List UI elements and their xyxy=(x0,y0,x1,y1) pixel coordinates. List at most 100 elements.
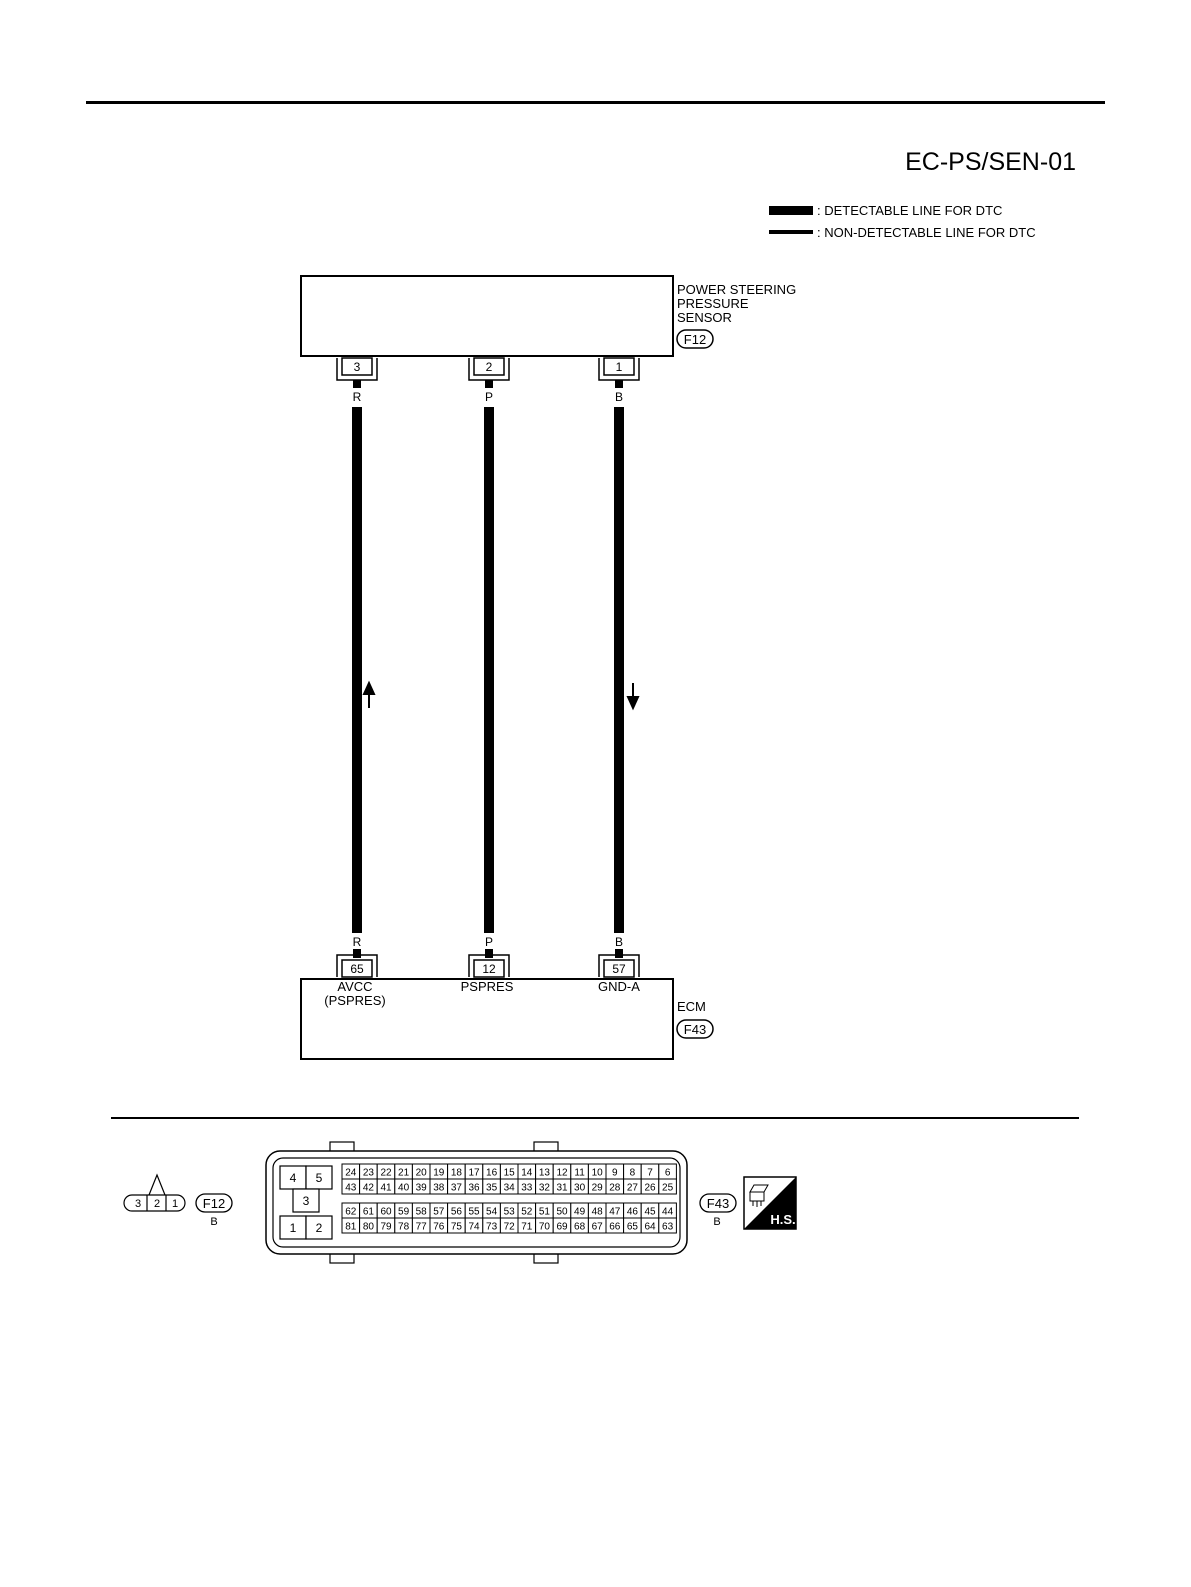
ecm-pin65-box xyxy=(341,959,373,978)
wire-stub-bottom-1 xyxy=(353,949,361,958)
f43-pin-number: 6 xyxy=(665,1168,671,1179)
f43-pin-number: 29 xyxy=(592,1183,604,1194)
wire-color-bottom-2: P xyxy=(485,935,493,949)
wire-color-bottom-1: R xyxy=(353,935,362,949)
f12-pin-3: 3 xyxy=(135,1198,141,1210)
f43-pin-number: 28 xyxy=(609,1183,621,1194)
f43-pin-number: 53 xyxy=(504,1207,516,1218)
f43-shell-inner xyxy=(272,1157,681,1248)
f43-id-badge xyxy=(699,1193,737,1213)
sensor-connector-badge xyxy=(676,329,714,349)
f43-pin-4: 4 xyxy=(290,1171,297,1185)
f43-pin-number: 59 xyxy=(398,1207,410,1218)
f43-pin-number: 57 xyxy=(433,1207,445,1218)
f43-pin-number: 21 xyxy=(398,1168,410,1179)
f43-pin-number: 19 xyxy=(433,1168,445,1179)
wire-stub-top-2 xyxy=(485,380,493,388)
f43-pin-1: 1 xyxy=(290,1221,297,1235)
f43-pin-number: 10 xyxy=(592,1168,604,1179)
f43-pin-number: 73 xyxy=(486,1222,498,1233)
wire-line-2 xyxy=(484,407,494,933)
sensor-pin1-number: 1 xyxy=(616,360,623,374)
f43-pin-number: 80 xyxy=(363,1222,375,1233)
wire-stub-bottom-3 xyxy=(615,949,623,958)
f43-pin-number: 68 xyxy=(574,1222,586,1233)
f12-face xyxy=(123,1194,186,1212)
legend-thin-line xyxy=(769,230,813,234)
f43-pin-number: 31 xyxy=(556,1183,568,1194)
f43-pin-number: 75 xyxy=(451,1222,463,1233)
diagram-code: EC-PS/SEN-01 xyxy=(905,148,1076,176)
wire-stub-top-1 xyxy=(353,380,361,388)
wire-stub-bottom-2 xyxy=(485,949,493,958)
sensor-label-line2: PRESSURE xyxy=(677,296,749,311)
f43-pin-number: 71 xyxy=(521,1222,533,1233)
f43-pin-number: 42 xyxy=(363,1183,375,1194)
connector-plug-icon xyxy=(749,1184,769,1207)
f43-pin-number: 70 xyxy=(539,1222,551,1233)
wire-color-bottom-3: B xyxy=(615,935,623,949)
f43-pin-number: 18 xyxy=(451,1168,463,1179)
hs-label: H.S. xyxy=(770,1212,795,1227)
ecm-connector-id: F43 xyxy=(684,1022,706,1037)
ecm-pin57-box xyxy=(603,959,635,978)
ecm-pin57-label: GND-A xyxy=(598,979,640,994)
f43-pin-number: 46 xyxy=(627,1207,639,1218)
f43-pin-number: 78 xyxy=(398,1222,410,1233)
ecm-pin12-bracket xyxy=(468,954,510,977)
f43-pin-number: 44 xyxy=(662,1207,674,1218)
ecm-pin65-number: 65 xyxy=(350,962,364,976)
ecm-pin57-number: 57 xyxy=(612,962,626,976)
f43-pin-number: 52 xyxy=(521,1207,533,1218)
f43-pin-number: 23 xyxy=(363,1168,375,1179)
sensor-pin3-number: 3 xyxy=(354,360,361,374)
f12-pin-1: 1 xyxy=(172,1198,178,1210)
f43-pin-number: 24 xyxy=(345,1168,357,1179)
f43-pin-2: 2 xyxy=(316,1221,323,1235)
f43-pin-number: 66 xyxy=(609,1222,621,1233)
f43-pin-number: 14 xyxy=(521,1168,533,1179)
f43-id: F43 xyxy=(707,1196,729,1211)
f43-pin-number: 37 xyxy=(451,1183,463,1194)
ecm-box xyxy=(300,978,674,1060)
f43-pin-number: 16 xyxy=(486,1168,498,1179)
sensor-connector-id: F12 xyxy=(684,332,706,347)
wire-pin2-to-pin12: 2 P P 12 PSPRES xyxy=(461,357,514,994)
f43-pin-number: 25 xyxy=(662,1183,674,1194)
f43-pin-number: 49 xyxy=(574,1207,586,1218)
f43-pin-number: 74 xyxy=(468,1222,480,1233)
f43-pin-number: 45 xyxy=(644,1207,656,1218)
f43-pin-number: 56 xyxy=(451,1207,463,1218)
f43-pin-number: 40 xyxy=(398,1183,410,1194)
f43-pin-number: 79 xyxy=(380,1222,392,1233)
f43-block-pin2 xyxy=(305,1215,333,1240)
legend-thick-line xyxy=(769,206,813,215)
f43-pin-number: 11 xyxy=(574,1168,585,1179)
wire-pin1-to-pin57: 1 B B 57 GND-A xyxy=(598,357,640,994)
f43-pin-number: 38 xyxy=(433,1183,445,1194)
ecm-pin12-box xyxy=(473,959,505,978)
wire-stub-top-3 xyxy=(615,380,623,388)
f43-pin-number: 12 xyxy=(556,1168,568,1179)
sensor-pin3-box xyxy=(341,357,373,376)
ecm-pin65-label2: (PSPRES) xyxy=(324,993,385,1008)
f43-pin-number: 15 xyxy=(504,1168,516,1179)
sensor-pin2-box xyxy=(473,357,505,376)
f43-color: B xyxy=(713,1216,720,1228)
f43-pin-number: 34 xyxy=(504,1183,516,1194)
f43-pin-number: 20 xyxy=(416,1168,428,1179)
f43-pin-number: 63 xyxy=(662,1222,674,1233)
f43-pin-number: 65 xyxy=(627,1222,639,1233)
sensor-pin2-number: 2 xyxy=(486,360,493,374)
f43-pin-number: 36 xyxy=(468,1183,480,1194)
f43-pin-number: 50 xyxy=(556,1207,568,1218)
f43-pin-number: 67 xyxy=(592,1222,604,1233)
f43-block-pin3 xyxy=(292,1188,320,1213)
f43-pin-number: 22 xyxy=(380,1168,392,1179)
f43-pin-number: 41 xyxy=(380,1183,392,1194)
ecm: ECM F43 xyxy=(300,978,714,1060)
ecm-label: ECM xyxy=(677,999,706,1014)
f43-pin-number: 26 xyxy=(644,1183,656,1194)
